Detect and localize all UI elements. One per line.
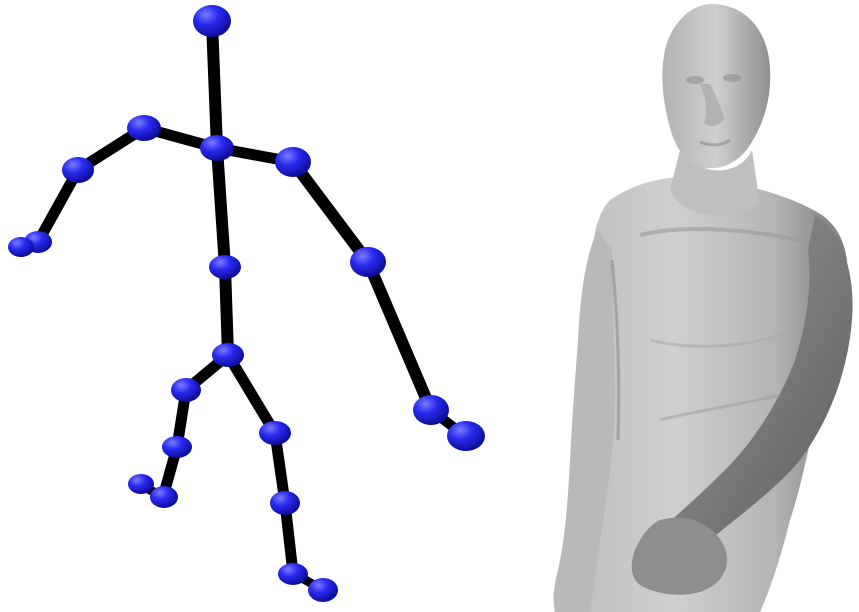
mesh-eye-left — [686, 76, 704, 84]
body-mesh-render — [554, 4, 853, 612]
joint-neck — [200, 135, 234, 161]
joint-left-foot — [128, 474, 154, 494]
skeleton-joints — [8, 5, 485, 602]
mesh-eye-right — [723, 74, 741, 82]
bone-neck-spine — [217, 148, 225, 267]
joint-left-knee — [162, 436, 192, 458]
joint-head — [193, 5, 231, 37]
bone-right-upper-arm — [293, 162, 368, 262]
joint-left-hip — [171, 378, 201, 402]
joint-right-hand — [447, 421, 485, 451]
joint-right-elbow — [350, 247, 386, 277]
bone-spine-pelvis — [225, 267, 228, 355]
joint-left-elbow — [62, 157, 94, 183]
skeleton-figure — [8, 5, 485, 602]
joint-spine — [209, 255, 241, 279]
joint-right-wrist — [413, 395, 449, 425]
bone-head-neck — [212, 22, 217, 148]
joint-left-shoulder — [127, 115, 161, 141]
joint-right-ankle — [270, 491, 300, 515]
joint-left-ankle — [150, 486, 178, 508]
joint-right-shoulder — [275, 147, 311, 177]
joint-pelvis — [212, 343, 244, 367]
joint-left-hand — [8, 237, 34, 257]
joint-right-heel — [278, 563, 308, 585]
skeleton-bones — [20, 22, 465, 590]
joint-right-foot — [308, 578, 338, 602]
bone-right-forearm — [368, 262, 431, 410]
joint-right-knee — [259, 421, 291, 445]
bone-pelvis-right-hip — [228, 355, 275, 433]
